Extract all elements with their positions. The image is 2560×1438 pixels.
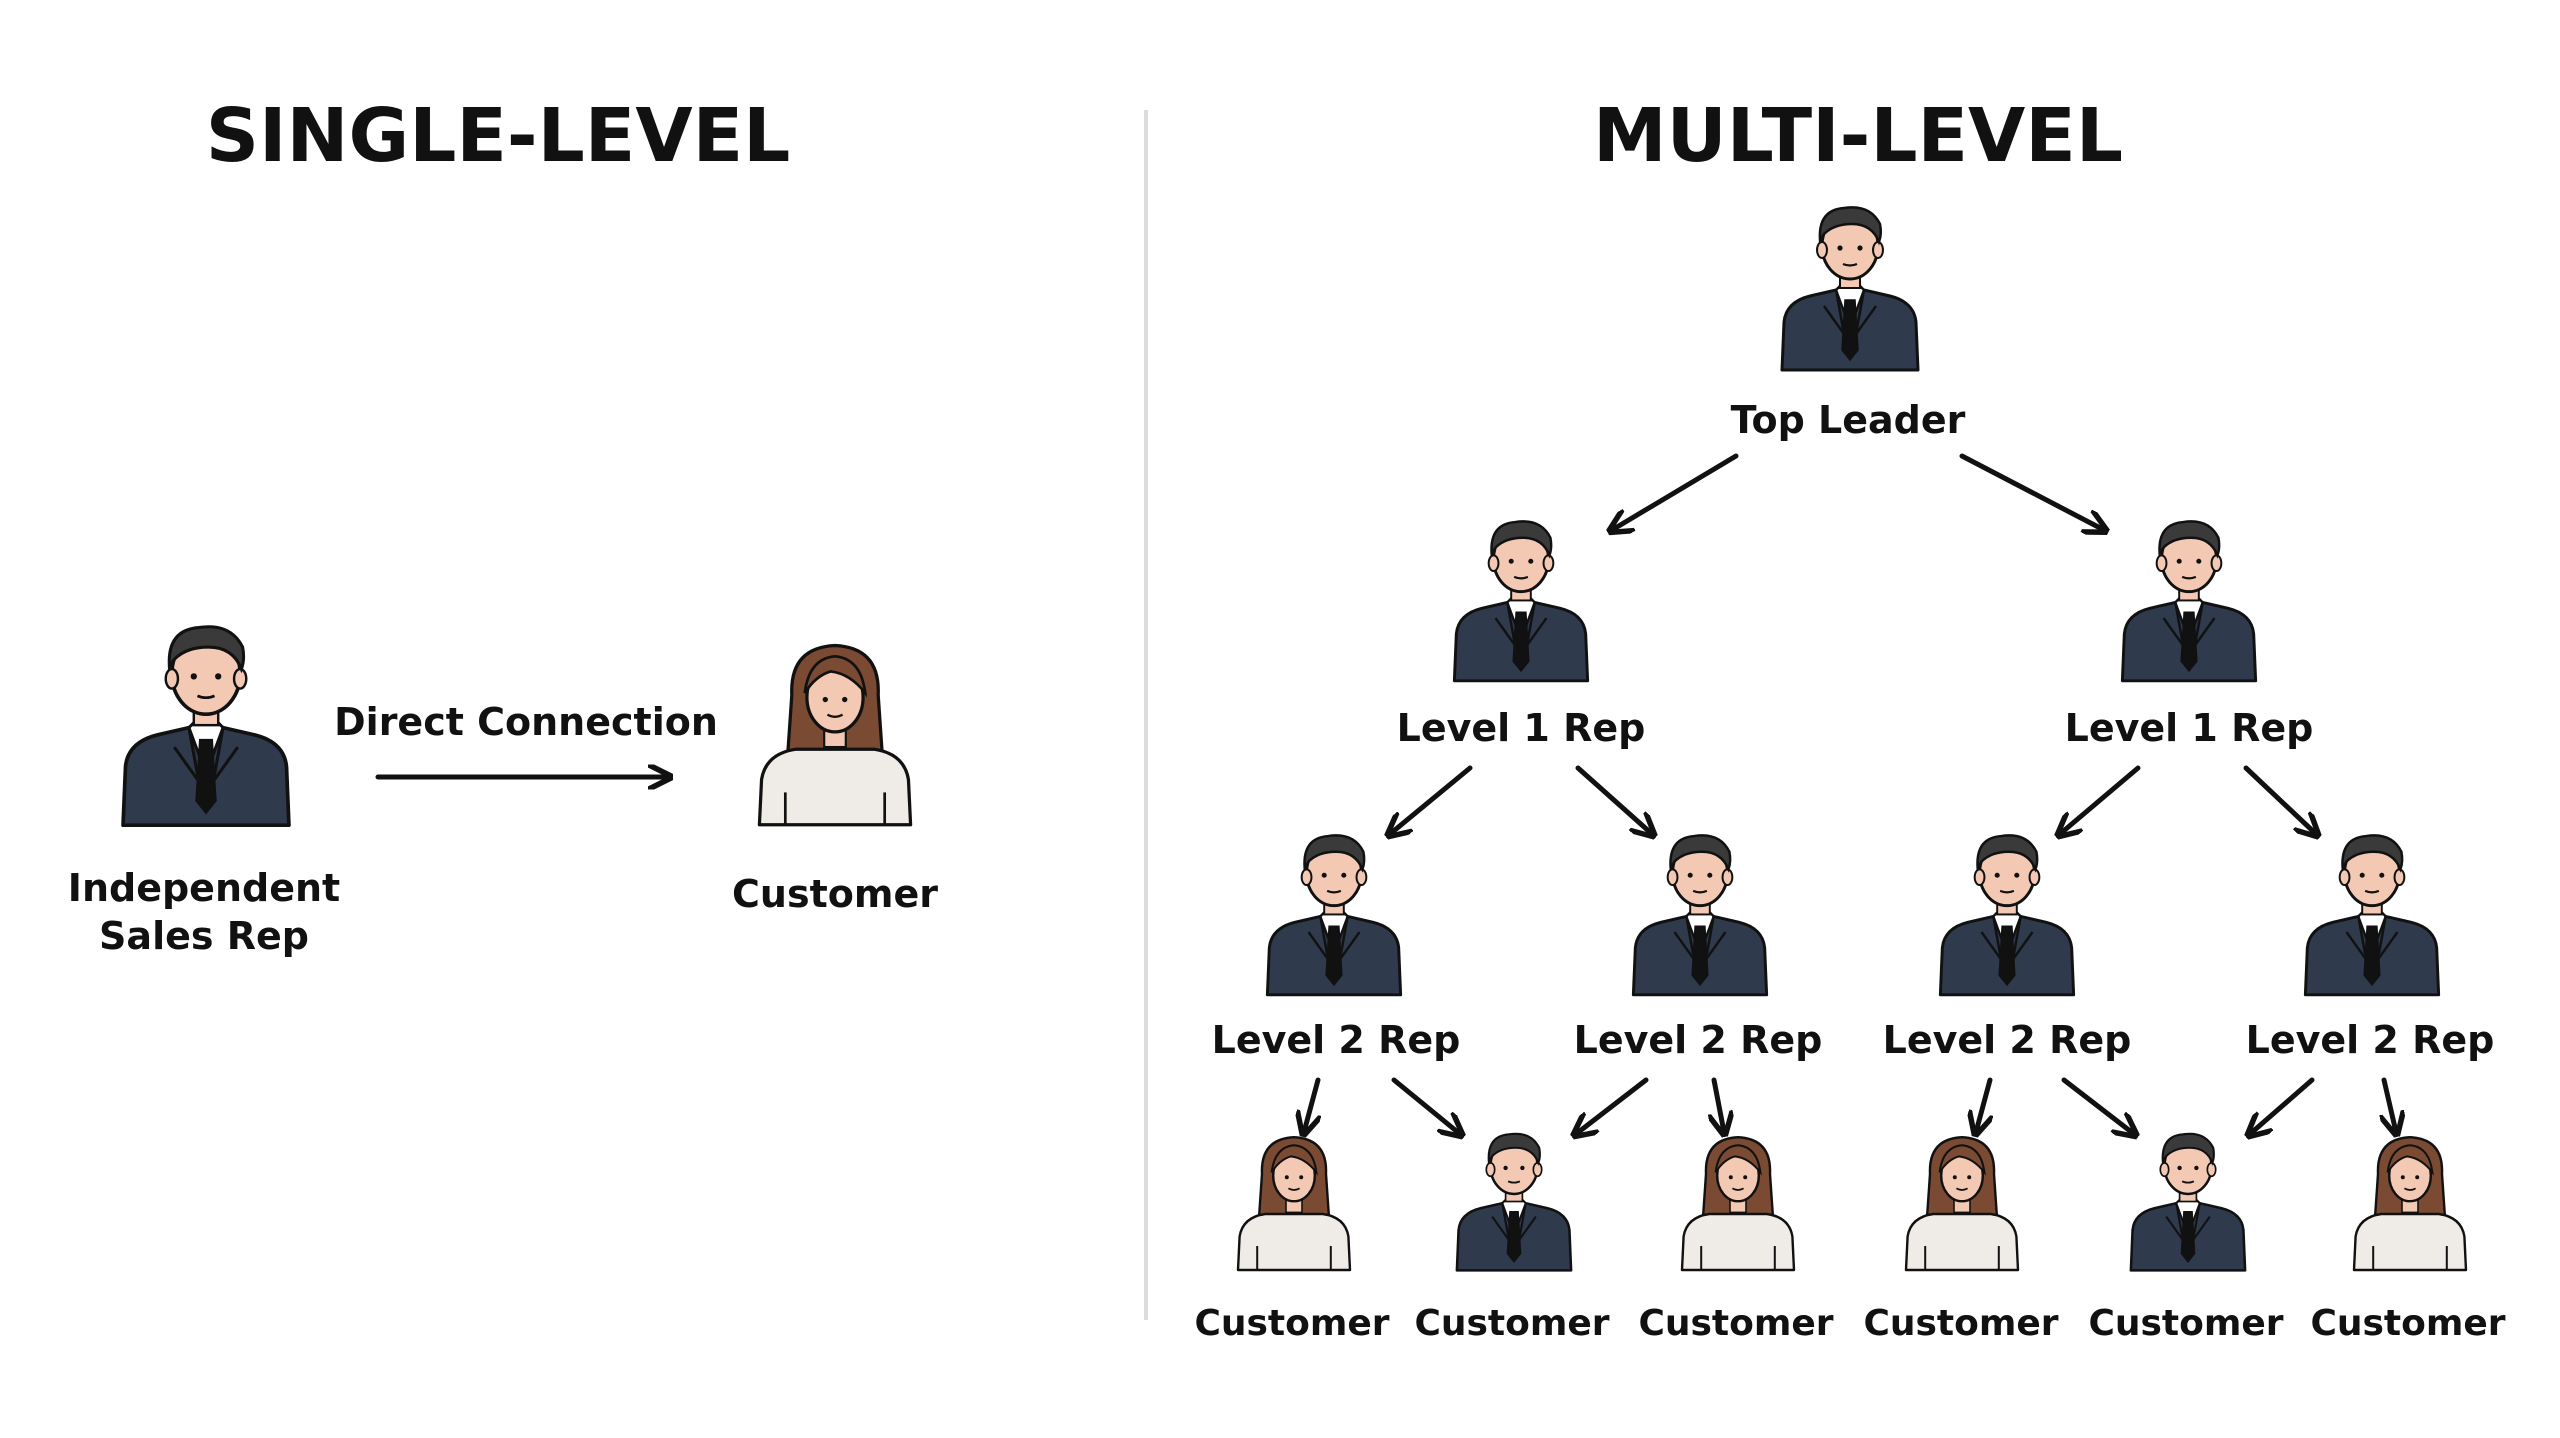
connection-arrow xyxy=(2060,765,2141,834)
bottom-customer-label: Customer xyxy=(1638,1303,1834,1344)
single-customer-label: Customer xyxy=(732,872,938,916)
connection-arrow xyxy=(1390,765,1473,834)
connection-arrow xyxy=(1575,765,1652,834)
connection-arrow xyxy=(1959,453,2104,530)
connection-arrow xyxy=(2243,765,2316,834)
level2-rep-icon xyxy=(2303,834,2441,997)
bottom-customer-label: Customer xyxy=(1863,1303,2059,1344)
bottom-customer-label: Customer xyxy=(2088,1303,2284,1344)
customer-icon xyxy=(757,643,913,827)
customer-icon xyxy=(2352,1135,2468,1272)
independent-rep-label-line2: Sales Rep xyxy=(99,914,309,958)
section-divider xyxy=(1144,110,1148,1320)
level2-rep-icon xyxy=(1938,834,2076,997)
independent-rep-label-line1: Independent xyxy=(67,866,341,910)
bottom-customer-label: Customer xyxy=(1414,1303,1610,1344)
connection-arrow xyxy=(1714,1077,1724,1132)
level1-rep-icon xyxy=(1452,520,1590,683)
level2-rep-label: Level 2 Rep xyxy=(2245,1018,2495,1062)
customer-icon xyxy=(1236,1135,1352,1272)
level1-rep-label: Level 1 Rep xyxy=(1396,706,1646,750)
independent-rep-icon xyxy=(121,625,291,828)
bottom-customer-label: Customer xyxy=(1194,1303,1390,1344)
connection-arrow xyxy=(1391,1077,1460,1134)
level1-rep-icon xyxy=(2120,520,2258,683)
level2-rep-label: Level 2 Rep xyxy=(1573,1018,1823,1062)
level1-rep-label: Level 1 Rep xyxy=(2064,706,2314,750)
direct-connection-label: Direct Connection xyxy=(334,700,718,744)
top-leader-icon xyxy=(1780,206,1920,372)
level2-rep-label: Level 2 Rep xyxy=(1211,1018,1461,1062)
connection-arrow xyxy=(1304,1077,1318,1132)
connection-arrow xyxy=(2061,1077,2134,1134)
customer-icon xyxy=(2129,1132,2247,1272)
bottom-customer-label: Customer xyxy=(2310,1303,2506,1344)
level2-rep-icon xyxy=(1631,834,1769,997)
top-leader-label: Top Leader xyxy=(1730,398,1966,442)
connection-arrow xyxy=(2384,1077,2396,1132)
level2-rep-icon xyxy=(1265,834,1403,997)
level2-rep-label: Level 2 Rep xyxy=(1882,1018,2132,1062)
connection-arrow xyxy=(1976,1077,1990,1132)
customer-icon xyxy=(1455,1132,1573,1272)
customer-icon xyxy=(1680,1135,1796,1272)
connection-arrow xyxy=(1576,1077,1649,1134)
connection-arrow xyxy=(1612,453,1739,530)
customer-icon xyxy=(1904,1135,2020,1272)
single-level-title: SINGLE-LEVEL xyxy=(205,93,791,179)
multi-level-title: MULTI-LEVEL xyxy=(1592,93,2124,179)
connection-arrow xyxy=(2250,1077,2315,1134)
